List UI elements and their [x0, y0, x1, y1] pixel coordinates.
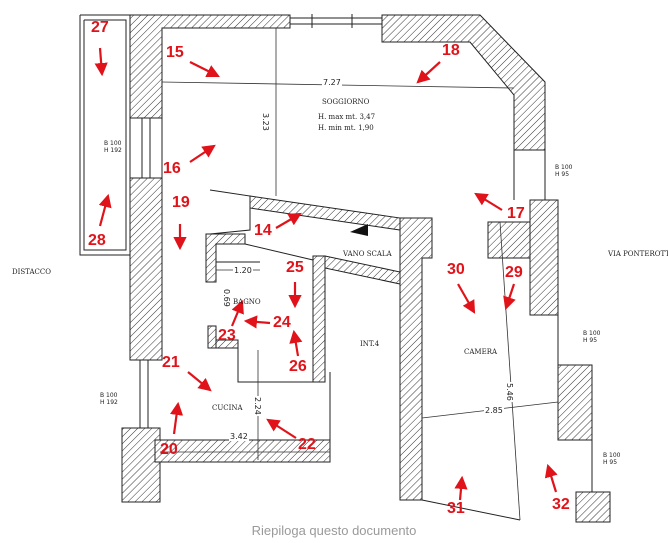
arrow-15 — [189, 61, 220, 77]
wall-right-3 — [557, 364, 593, 441]
marker-14: 14 — [254, 222, 272, 239]
wall-center-vert — [399, 217, 433, 501]
window-5-height: H 95 — [603, 459, 618, 466]
arrow-32 — [544, 463, 558, 493]
arrow-20 — [170, 401, 184, 435]
marker-29: 29 — [505, 264, 523, 281]
window-4: B 100 H 192 — [100, 392, 118, 406]
dim-120: 1.20 — [233, 266, 253, 275]
window-3-width: B 100 — [583, 330, 601, 337]
wall-bagno-right — [312, 255, 326, 383]
window-3-height: H 95 — [583, 337, 598, 344]
wall-top-right — [381, 14, 546, 151]
wall-right-1 — [529, 199, 559, 316]
wall-left-low — [121, 427, 161, 503]
marker-17: 17 — [507, 205, 525, 222]
arrow-16 — [189, 144, 216, 163]
room-soggiorno: SOGGIORNO — [322, 98, 370, 106]
window-4-width: B 100 — [100, 392, 118, 399]
marker-24: 24 — [273, 314, 291, 331]
arrow-29 — [503, 283, 516, 311]
dim-342: 3.42 — [229, 432, 249, 441]
marker-21: 21 — [162, 354, 180, 371]
marker-28: 28 — [88, 232, 106, 249]
window-2: B 100 H 95 — [555, 164, 572, 178]
arrow-18 — [416, 61, 441, 84]
dim-224: 2.24 — [253, 396, 262, 416]
height-max: H. max mt. 3,47 — [318, 113, 376, 121]
walls — [121, 14, 611, 523]
marker-32: 32 — [552, 496, 570, 513]
window-5-width: B 100 — [603, 452, 621, 459]
arrow-26 — [289, 329, 303, 357]
wall-bagno-top — [205, 233, 246, 283]
label-int: INT.4 — [360, 340, 380, 348]
dim-323: 3.23 — [261, 112, 270, 132]
arrow-27 — [94, 47, 108, 77]
room-cucina: CUCINA — [212, 404, 243, 412]
window-5: B 100 H 95 — [603, 452, 620, 466]
marker-22: 22 — [298, 436, 316, 453]
height-min: H. min mt. 1,90 — [318, 124, 374, 132]
marker-30: 30 — [447, 261, 465, 278]
window-2-height: H 95 — [555, 171, 570, 178]
arrow-17 — [474, 192, 503, 211]
wall-bagno-low — [207, 325, 217, 349]
marker-23: 23 — [218, 327, 236, 344]
window-1: B 100 H 192 — [104, 140, 122, 154]
marker-18: 18 — [442, 42, 460, 59]
arrow-30 — [457, 283, 476, 314]
window-1-height: H 192 — [104, 147, 122, 154]
room-vano-scala: VANO SCALA — [343, 250, 392, 258]
room-camera: CAMERA — [464, 348, 498, 356]
label-distacco: DISTACCO — [12, 268, 51, 276]
dim-285: 2.85 — [484, 406, 504, 415]
window-1-width: B 100 — [104, 140, 122, 147]
stair-arrow — [350, 224, 368, 236]
marker-27: 27 — [91, 19, 109, 36]
wall-top-left — [129, 14, 291, 119]
marker-15: 15 — [166, 44, 184, 61]
dim-546: 5.46 — [505, 382, 514, 402]
wall-cucina-bottom — [154, 439, 331, 463]
marker-25: 25 — [286, 259, 304, 276]
summarize-document-link[interactable]: Riepiloga questo documento — [251, 523, 417, 538]
dim-727: 7.27 — [322, 78, 342, 87]
arrow-23 — [230, 299, 244, 327]
wall-left-mid — [129, 177, 163, 361]
marker-26: 26 — [289, 358, 307, 375]
arrow-14 — [275, 212, 302, 229]
dim-069: 0.69 — [222, 288, 231, 308]
arrow-31 — [454, 475, 468, 501]
arrow-22 — [266, 418, 297, 439]
window-2-width: B 100 — [555, 164, 573, 171]
arrow-21 — [187, 371, 212, 392]
marker-arrows — [94, 47, 558, 501]
arrow-24 — [243, 315, 271, 329]
marker-19: 19 — [172, 194, 190, 211]
label-via: VIA PONTEROTTO — [608, 250, 668, 258]
window-3: B 100 H 95 — [583, 330, 600, 344]
marker-16: 16 — [163, 160, 181, 177]
marker-31: 31 — [447, 500, 465, 517]
wall-right-2 — [487, 221, 531, 259]
room-bagno: BAGNO — [233, 298, 261, 306]
wall-right-4 — [575, 491, 611, 523]
arrow-28 — [98, 193, 112, 227]
marker-20: 20 — [160, 441, 178, 458]
wall-stair-diag — [324, 255, 401, 285]
wall-stair-top — [249, 195, 401, 231]
window-4-height: H 192 — [100, 399, 118, 406]
